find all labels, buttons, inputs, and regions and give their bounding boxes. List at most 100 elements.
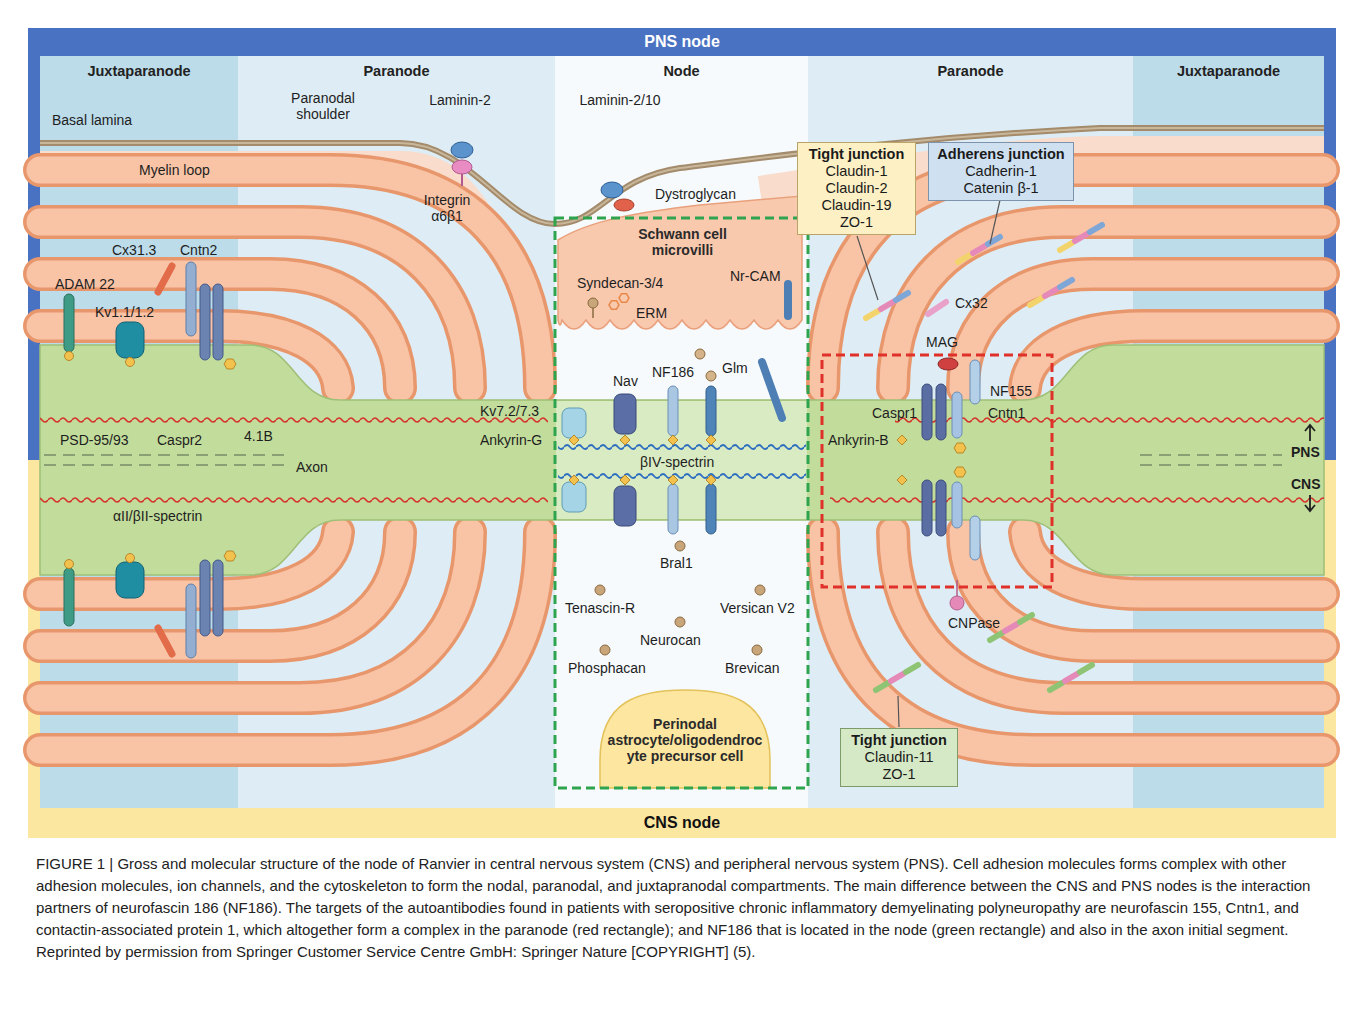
- protein-label: Integrin α6β1: [412, 192, 482, 224]
- protein-label: Myelin loop: [139, 162, 210, 178]
- juxtaparanode-proteins: [64, 551, 236, 658]
- node-heading: Adherens junction: [935, 146, 1067, 163]
- protein-label: Brevican: [725, 660, 779, 676]
- protein-label: PNS: [1291, 444, 1320, 460]
- node-heading: Paranode: [238, 63, 555, 79]
- ecm-symbol: [595, 585, 605, 595]
- protein-label: Phosphacan: [568, 660, 646, 676]
- protein-label: Paranodal shoulder: [281, 90, 365, 122]
- protein-label: Versican V2: [720, 600, 795, 616]
- protein-label: Kv1.1/1.2: [95, 304, 154, 320]
- junction-strand: [1060, 225, 1102, 250]
- spectrin-wave: [558, 471, 806, 481]
- astrocyte-shape: [600, 690, 770, 788]
- node-item: ZO-1: [847, 766, 951, 783]
- spectrin-wave: [830, 495, 1324, 505]
- paranode-highlight: [822, 355, 1052, 587]
- protein-label: Ankyrin-G: [480, 432, 542, 448]
- figure-caption: FIGURE 1 | Gross and molecular structure…: [36, 853, 1324, 963]
- protein-label: NF186: [652, 364, 694, 380]
- protein-label: Caspr1: [872, 405, 917, 421]
- junction-strand: [1050, 665, 1092, 690]
- leader-line: [898, 696, 899, 727]
- protein-label: Laminin-2/10: [580, 92, 661, 108]
- microvilli-shape: [558, 196, 802, 329]
- protein-label: ERM: [636, 305, 667, 321]
- protein-label: Bral1: [660, 555, 693, 571]
- direction-arrow: [1305, 495, 1315, 511]
- nodal-axon: [556, 401, 807, 519]
- node-item: Catenin β-1: [935, 180, 1067, 197]
- protein-label: Nr-CAM: [730, 268, 781, 284]
- node-heading: Perinodal astrocyte/oligodendrocyte prec…: [607, 716, 763, 764]
- protein-label: Cx31.3: [112, 242, 156, 258]
- junction-strand: [876, 665, 918, 690]
- node-heading: Tight junction: [847, 732, 951, 749]
- node-item: Claudin-11: [847, 749, 951, 766]
- junction-box: Tight junctionClaudin-1Claudin-2Claudin-…: [797, 142, 916, 235]
- erm-symbol: [609, 301, 619, 310]
- protein-label: ADAM 22: [55, 276, 115, 292]
- protein-label: MAG: [926, 334, 958, 350]
- protein-label: Neurocan: [640, 632, 701, 648]
- gliomedin-symbol: [695, 349, 705, 359]
- gliomedin-symbol: [706, 371, 716, 381]
- node-item: Claudin-1: [804, 163, 909, 180]
- dystroglycan-symbol: [614, 199, 634, 211]
- axon-divider: [1140, 454, 1282, 455]
- node-highlight: [555, 218, 808, 788]
- protein-label: Laminin-2: [429, 92, 490, 108]
- region-band: NodeSchwann cell microvilliPerinodal ast…: [555, 56, 808, 808]
- protein-label: 4.1B: [244, 428, 273, 444]
- protein-label: Nav: [613, 373, 638, 389]
- protein-label: PSD-95/93: [60, 432, 128, 448]
- axon-divider: [1140, 464, 1282, 465]
- title-band: CNS node: [28, 808, 1336, 838]
- integrin-stem: [461, 174, 463, 186]
- region-band: Juxtaparanode: [1133, 56, 1324, 808]
- mag-symbol: [938, 358, 958, 370]
- protein-label: Glm: [722, 360, 748, 376]
- node-item: Claudin-19: [804, 197, 909, 214]
- ecm-symbol: [755, 585, 765, 595]
- node-heading: Juxtaparanode: [1133, 63, 1324, 79]
- protein-label: αII/βII-spectrin: [113, 508, 202, 524]
- junction-box: Tight junctionClaudin-11ZO-1: [840, 728, 958, 787]
- syndecan-stem: [592, 308, 594, 318]
- protein-label: Syndecan-3/4: [577, 275, 663, 291]
- laminin-symbol: [601, 182, 623, 198]
- leader-line: [990, 200, 1000, 244]
- node-heading: Schwann cell microvilli: [615, 226, 750, 258]
- node-heading: Paranode: [808, 63, 1133, 79]
- integrin-symbol: [452, 160, 472, 174]
- protein-label: Cntn1: [988, 405, 1025, 421]
- syndecan-symbol: [588, 298, 598, 308]
- protein-label: Cntn2: [180, 242, 217, 258]
- axon-region: Axon: [296, 459, 328, 475]
- nodal-proteins: [562, 386, 716, 445]
- protein-label: Caspr2: [157, 432, 202, 448]
- node-heading: Node: [555, 63, 808, 79]
- protein-label: βIV-spectrin: [640, 454, 714, 470]
- leader-line: [857, 236, 878, 300]
- axon-divider: [44, 464, 286, 465]
- nrcam-symbol: [762, 362, 782, 418]
- protein-label: Dystroglycan: [655, 186, 736, 202]
- node-item: Claudin-2: [804, 180, 909, 197]
- spectrin-wave: [40, 415, 548, 425]
- nrcam-symbol: [784, 284, 792, 316]
- paranodal-proteins: [897, 467, 980, 560]
- junction-strand: [1030, 280, 1072, 305]
- cnpase-symbol: [950, 596, 964, 610]
- junction-strand: [958, 237, 1000, 262]
- title-band: PNS node: [28, 28, 1336, 56]
- ecm-symbol: [675, 617, 685, 627]
- protein-label: NF155: [990, 383, 1032, 399]
- junction-box: Adherens junctionCadherin-1Catenin β-1: [928, 142, 1074, 201]
- ecm-symbol: [752, 645, 762, 655]
- protein-label: CNS: [1291, 476, 1321, 492]
- protein-label: CNPase: [948, 615, 1000, 631]
- protein-label: Kv7.2/7.3: [480, 403, 539, 419]
- junction-strand: [866, 293, 908, 318]
